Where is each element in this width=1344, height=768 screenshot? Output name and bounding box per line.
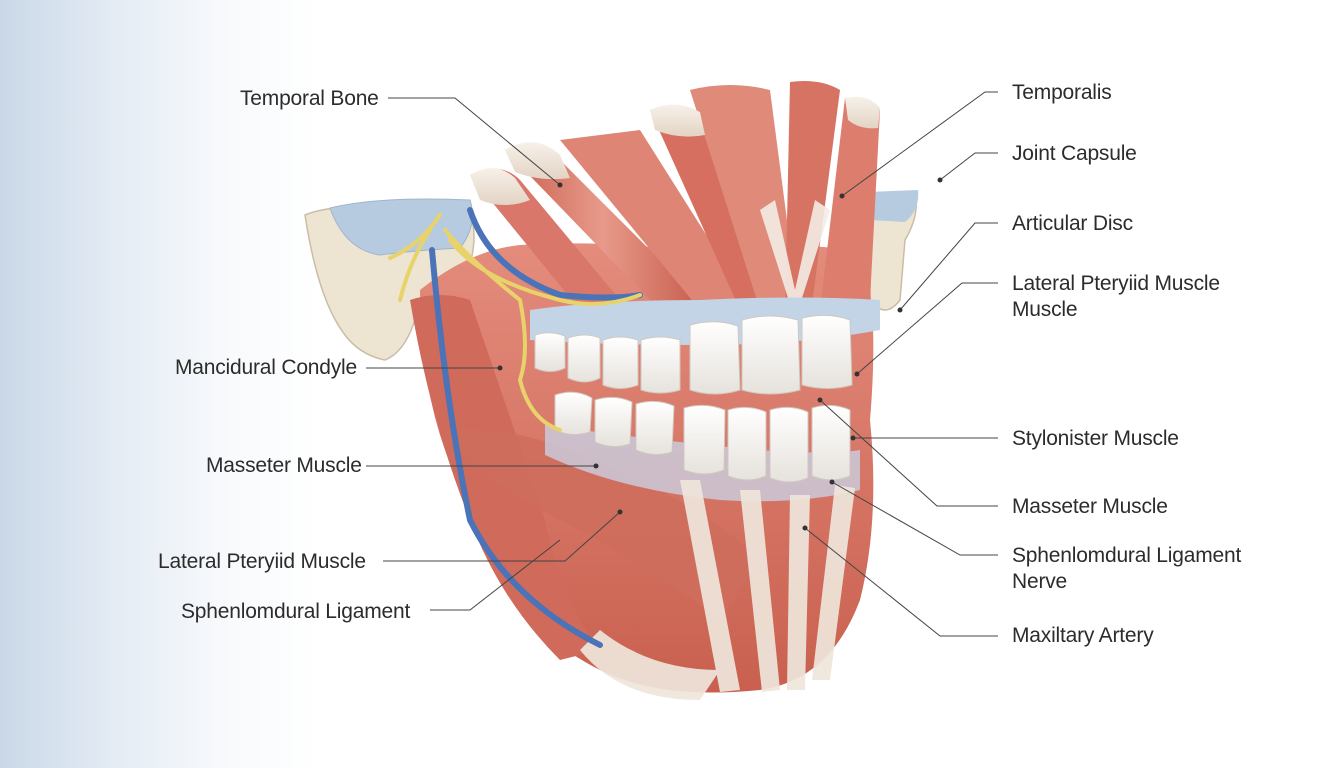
- upper-teeth: [534, 314, 853, 395]
- label-sphenomandibular-right: Sphenlomdural Ligament Nerve: [1012, 544, 1242, 593]
- temporal-bone-shape: [304, 198, 475, 361]
- label-lateral-pterygoid-right: Lateral Pteryiid Muscle Muscle: [1012, 272, 1220, 321]
- label-temporalis: Temporalis: [1012, 81, 1112, 104]
- temporalis-fan: [470, 81, 880, 328]
- lower-teeth: [554, 391, 851, 483]
- label-masseter-muscle-left: Masseter Muscle: [206, 454, 362, 477]
- artery-path: [429, 207, 643, 648]
- label-maxillary-artery: Maxiltary Artery: [1012, 624, 1154, 647]
- chin-tendons: [580, 480, 855, 700]
- right-bone-shape: [868, 190, 919, 311]
- leader-lines: [366, 91, 998, 637]
- label-stylonister-muscle: Stylonister Muscle: [1012, 427, 1179, 450]
- label-masseter-muscle-right: Masseter Muscle: [1012, 495, 1168, 518]
- nerve-path: [388, 213, 642, 432]
- label-temporal-bone: Temporal Bone: [240, 87, 379, 110]
- label-articular-disc: Articular Disc: [1012, 212, 1133, 235]
- leader-dots: [497, 177, 943, 531]
- label-lateral-pterygoid-left: Lateral Pteryiid Muscle: [158, 550, 366, 573]
- label-joint-capsule: Joint Capsule: [1012, 142, 1137, 165]
- label-sphenomandibular-left: Sphenlomdural Ligament: [181, 600, 411, 623]
- label-mandibular-condyle: Mancidural Condyle: [175, 356, 357, 379]
